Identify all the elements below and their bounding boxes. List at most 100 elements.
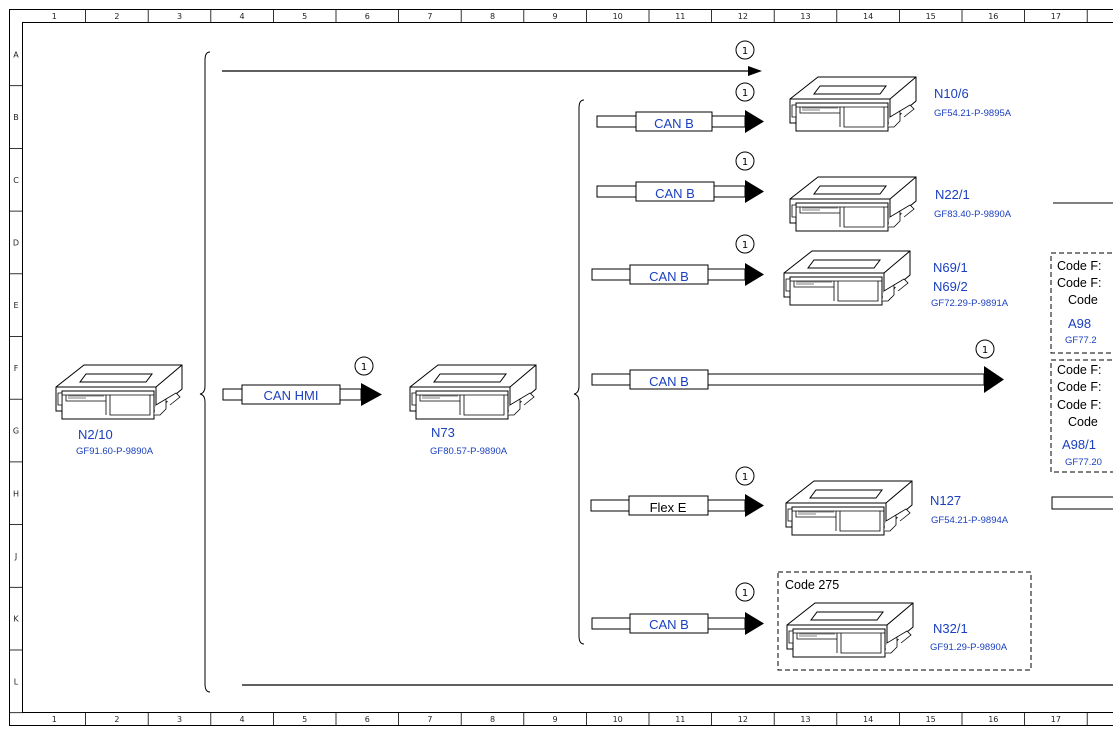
- n2-10-ref[interactable]: GF91.60-P-9890A: [76, 446, 154, 457]
- bus-arrow-flex-e[interactable]: [590, 494, 764, 517]
- column-label: 15: [926, 715, 936, 724]
- control-unit-n127[interactable]: [785, 480, 913, 536]
- right-brace: [573, 99, 585, 645]
- can-b-label-5: CAN B: [649, 617, 689, 632]
- row-label: C: [13, 176, 19, 185]
- n73-ref[interactable]: GF80.57-P-9890A: [430, 446, 508, 457]
- row-label: G: [13, 427, 19, 436]
- n32-1-ref[interactable]: GF91.29-P-9890A: [930, 642, 1008, 653]
- control-unit-n32-1[interactable]: [786, 602, 914, 658]
- a98-1-ref[interactable]: GF77.20: [1065, 457, 1102, 468]
- n127-ref[interactable]: GF54.21-P-9894A: [931, 515, 1009, 526]
- n10-6-ref[interactable]: GF54.21-P-9895A: [934, 108, 1012, 119]
- control-unit-n73[interactable]: [409, 364, 537, 420]
- column-label: 13: [800, 12, 810, 21]
- row-label: A: [13, 50, 19, 59]
- n127-name: N127: [930, 493, 961, 508]
- svg-text:1: 1: [742, 46, 748, 57]
- n69-ref[interactable]: GF72.29-P-9891A: [931, 298, 1009, 309]
- n22-1-ref[interactable]: GF83.40-P-9890A: [934, 209, 1012, 220]
- svg-text:1: 1: [742, 240, 748, 251]
- svg-text:1: 1: [982, 345, 988, 356]
- column-label: 5: [302, 12, 307, 21]
- column-label: 17: [1051, 12, 1061, 21]
- can-b-label-3: CAN B: [649, 269, 689, 284]
- column-label: 5: [302, 715, 307, 724]
- n73-name: N73: [431, 425, 455, 440]
- bus-arrow-can-b-long[interactable]: [591, 366, 1004, 393]
- n10-6-name: N10/6: [934, 86, 969, 101]
- column-label: 11: [675, 715, 685, 724]
- bus-arrow-can-hmi[interactable]: [222, 383, 382, 406]
- row-label: B: [13, 113, 19, 122]
- row-label: E: [13, 301, 18, 310]
- control-unit-n10-6[interactable]: [789, 76, 917, 132]
- a98-1-code-2: Code F:: [1057, 380, 1101, 394]
- column-label: 16: [988, 12, 998, 21]
- column-label: 6: [365, 12, 370, 21]
- a98-ref[interactable]: GF77.2: [1065, 335, 1097, 346]
- marker-1-can-hmi: 1: [354, 356, 374, 376]
- control-unit-n69[interactable]: [783, 250, 911, 306]
- flex-e-label: Flex E: [650, 500, 687, 515]
- column-label: 4: [240, 715, 245, 724]
- column-label: 8: [490, 12, 495, 21]
- frame-inner-border: [22, 22, 1113, 713]
- bus-arrow-can-b-n69[interactable]: [591, 263, 764, 286]
- a98-code-1: Code F:: [1057, 259, 1101, 273]
- a98-1-code-1: Code F:: [1057, 363, 1101, 377]
- column-label: 14: [863, 715, 873, 724]
- can-b-label-2: CAN B: [655, 186, 695, 201]
- column-label: 2: [114, 12, 119, 21]
- can-hmi-label: CAN HMI: [264, 388, 319, 403]
- n32-1-name: N32/1: [933, 621, 968, 636]
- marker-1-n127: 1: [735, 466, 755, 486]
- column-label: 11: [675, 12, 685, 21]
- bus-arrow-can-b-n22-1[interactable]: [596, 180, 764, 203]
- svg-text:1: 1: [361, 362, 367, 373]
- a98-name: A98: [1068, 316, 1091, 331]
- control-unit-n2-10[interactable]: [55, 364, 183, 420]
- n2-10-name: N2/10: [78, 427, 113, 442]
- svg-text:1: 1: [742, 88, 748, 99]
- column-label: 15: [926, 12, 936, 21]
- a98-1-code-3: Code F:: [1057, 398, 1101, 412]
- top-signal-arrowhead: [748, 66, 762, 76]
- marker-1-top: 1: [735, 40, 755, 60]
- column-label: 9: [553, 12, 558, 21]
- svg-text:1: 1: [742, 588, 748, 599]
- control-unit-n22-1[interactable]: [789, 176, 917, 232]
- column-label: 2: [114, 715, 119, 724]
- column-label: 7: [427, 12, 432, 21]
- bus-arrow-can-b-n10-6[interactable]: [596, 110, 764, 133]
- a98-1-code-4: Code: [1068, 415, 1098, 429]
- n69-2-name: N69/2: [933, 279, 968, 294]
- can-b-label-4: CAN B: [649, 374, 689, 389]
- row-label: D: [13, 238, 19, 247]
- code-275-label: Code 275: [785, 578, 839, 592]
- a98-code-3: Code: [1068, 293, 1098, 307]
- frame-border: [9, 9, 1113, 726]
- column-label: 16: [988, 715, 998, 724]
- a98-1-name: A98/1: [1062, 437, 1096, 452]
- column-label: 10: [613, 12, 623, 21]
- row-label: J: [14, 552, 17, 561]
- left-brace: [199, 51, 211, 693]
- column-label: 10: [613, 715, 623, 724]
- bus-arrow-can-b-n32-1[interactable]: [591, 612, 764, 635]
- column-label: 1: [52, 12, 57, 21]
- column-label: 7: [427, 715, 432, 724]
- svg-text:1: 1: [742, 157, 748, 168]
- a98-code-2: Code F:: [1057, 276, 1101, 290]
- row-label: H: [13, 489, 19, 498]
- column-label: 9: [553, 715, 558, 724]
- marker-1-long: 1: [975, 339, 995, 359]
- a98-box: [1050, 252, 1113, 354]
- row-label: F: [14, 364, 19, 373]
- column-label: 4: [240, 12, 245, 21]
- can-b-label-1: CAN B: [654, 116, 694, 131]
